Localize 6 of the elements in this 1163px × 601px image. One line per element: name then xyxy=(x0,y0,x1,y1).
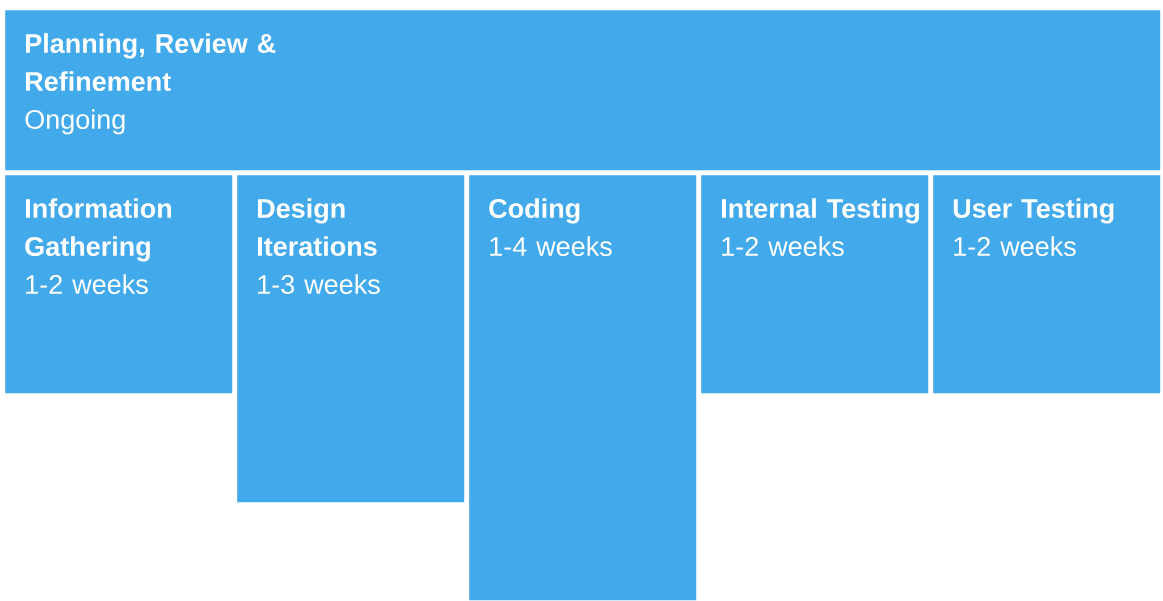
phase-box: User Testing 1-2 weeks xyxy=(933,175,1161,394)
phase-box: Design Iterations 1-3 weeks xyxy=(237,175,465,503)
phase-box: Coding 1-4 weeks xyxy=(469,175,697,601)
phase-band: Planning, Review & Refinement Ongoing xyxy=(5,10,1161,171)
phase-box: Information Gathering 1-2 weeks xyxy=(5,175,233,394)
phase-box: Internal Testing 1-2 weeks xyxy=(701,175,929,394)
